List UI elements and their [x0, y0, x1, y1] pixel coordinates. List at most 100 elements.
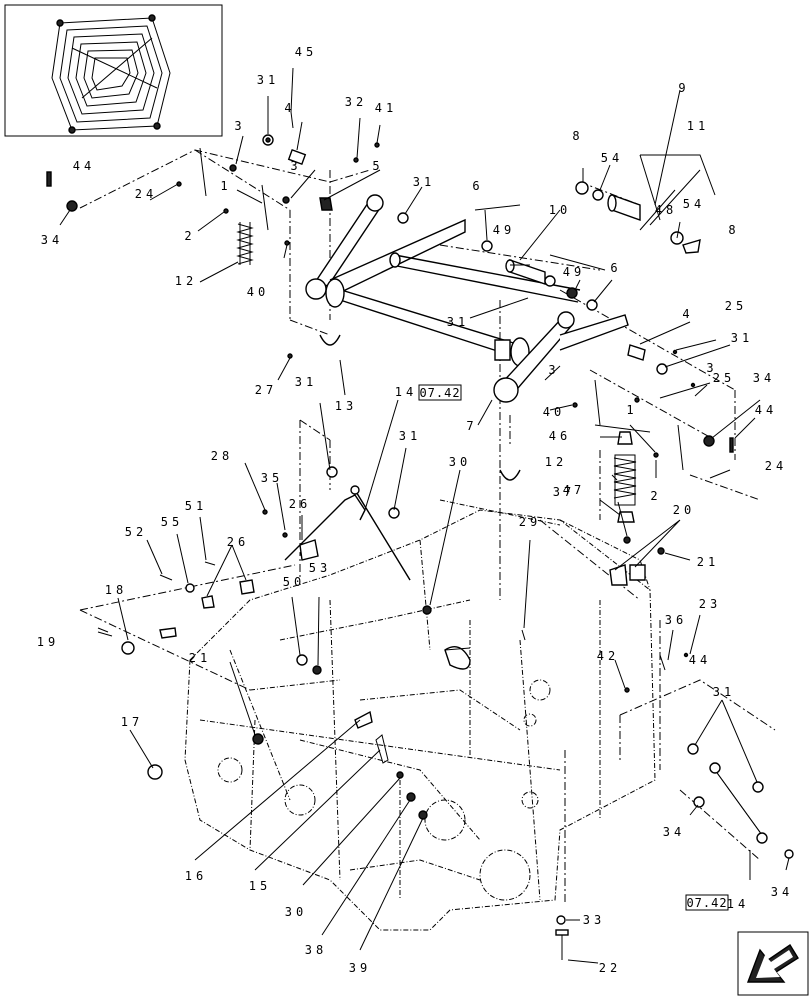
- callout-c31a: 31: [257, 73, 279, 87]
- callout-c27: 27: [255, 383, 277, 397]
- callout-c4a: 4: [284, 101, 295, 115]
- callout-c49a: 49: [493, 223, 515, 237]
- callout-c7: 7: [466, 419, 477, 433]
- callout-c20: 20: [673, 503, 695, 517]
- callout-c3a: 3: [234, 119, 245, 133]
- callout-c31e: 31: [295, 375, 317, 389]
- callout-c31b: 31: [413, 175, 435, 189]
- callout-c55: 55: [161, 515, 183, 529]
- callout-c3c: 3: [548, 363, 559, 377]
- callout-c14b: 14: [727, 897, 749, 911]
- callout-c26a: 26: [289, 497, 311, 511]
- lower-parts: [97, 334, 569, 960]
- callout-c10: 10: [549, 203, 571, 217]
- callout-c33: 33: [583, 913, 605, 927]
- ref-box-07-42-top: [418, 384, 462, 401]
- callout-c2a: 2: [184, 229, 195, 243]
- callout-c25a: 25: [725, 299, 747, 313]
- callout-c34d: 34: [771, 885, 793, 899]
- callout-c40a: 40: [247, 285, 269, 299]
- callout-c4b: 4: [682, 307, 693, 321]
- reference-boxes: [418, 384, 729, 911]
- callout-c31c: 31: [447, 315, 469, 329]
- callout-c11: 11: [687, 119, 709, 133]
- callout-c8b: 8: [728, 223, 739, 237]
- spring-12-a: [236, 223, 254, 265]
- callout-c34c: 34: [663, 825, 685, 839]
- callout-c51: 51: [185, 499, 207, 513]
- callout-c24a: 24: [135, 187, 157, 201]
- callout-c14a: 14: [395, 385, 417, 399]
- inset-thumbnail: [4, 4, 223, 137]
- callout-c53: 53: [309, 561, 331, 575]
- callout-c52: 52: [125, 525, 147, 539]
- reference-label-r1[interactable]: 07.42: [419, 386, 460, 400]
- callout-c28: 28: [211, 449, 233, 463]
- callout-c23: 23: [699, 597, 721, 611]
- callout-c2b: 2: [650, 489, 661, 503]
- callout-c54b: 54: [683, 197, 705, 211]
- callout-c18: 18: [105, 583, 127, 597]
- callout-c16: 16: [185, 869, 207, 883]
- ref-box-07-42-bottom: [685, 894, 729, 911]
- reference-label-r2[interactable]: 07.42: [686, 896, 727, 910]
- callout-c44a: 44: [73, 159, 95, 173]
- callout-c30a: 30: [449, 455, 471, 469]
- machine-frame: [184, 499, 656, 931]
- callout-c49b: 49: [563, 265, 585, 279]
- callout-c39: 39: [349, 961, 371, 975]
- callout-c21b: 21: [189, 651, 211, 665]
- callout-c54a: 54: [601, 151, 623, 165]
- callout-c46: 46: [549, 429, 571, 443]
- callout-c15: 15: [249, 879, 271, 893]
- callout-c29: 29: [519, 515, 541, 529]
- callout-c9: 9: [678, 81, 689, 95]
- callout-c44c: 44: [689, 653, 711, 667]
- callout-c44b: 44: [755, 403, 777, 417]
- main-arm-assembly: [305, 181, 701, 403]
- callout-c45: 45: [295, 45, 317, 59]
- callout-c30b: 30: [285, 905, 307, 919]
- callout-c6a: 6: [472, 179, 483, 193]
- callout-c17: 17: [121, 715, 143, 729]
- callout-c50: 50: [283, 575, 305, 589]
- right-arm-parts: [572, 344, 794, 859]
- callout-c32: 32: [345, 95, 367, 109]
- callout-c35: 35: [261, 471, 283, 485]
- callout-c47: 47: [563, 483, 585, 497]
- callout-c34b: 34: [753, 371, 775, 385]
- callout-c31g: 31: [713, 685, 735, 699]
- callout-c40b: 40: [543, 405, 565, 419]
- callout-c3d: 3: [706, 361, 717, 375]
- callout-c31f: 31: [399, 429, 421, 443]
- callout-c42: 42: [597, 649, 619, 663]
- callout-c34a: 34: [41, 233, 63, 247]
- callout-c13: 13: [335, 399, 357, 413]
- callout-c48: 48: [655, 203, 677, 217]
- callout-c1b: 1: [626, 403, 637, 417]
- callout-c5: 5: [372, 159, 383, 173]
- callout-c1a: 1: [220, 179, 231, 193]
- callout-c19: 19: [37, 635, 59, 649]
- callout-c25b: 25: [713, 371, 735, 385]
- callout-c3b: 3: [290, 159, 301, 173]
- reference-labels: 07.42 07.42: [419, 386, 727, 910]
- assembly-lines: [79, 149, 776, 905]
- callout-c41: 41: [375, 101, 397, 115]
- callout-c31d: 31: [731, 331, 753, 345]
- callout-c24b: 24: [765, 459, 787, 473]
- callout-c12b: 12: [545, 455, 567, 469]
- callout-c22: 22: [599, 961, 621, 975]
- callout-c37: 37: [553, 485, 575, 499]
- callout-c36: 36: [665, 613, 687, 627]
- callout-c26b: 26: [227, 535, 249, 549]
- callout-c38: 38: [305, 943, 327, 957]
- callout-c21a: 21: [697, 555, 719, 569]
- clip-44-a: [46, 171, 52, 187]
- nav-arrow-icon[interactable]: [737, 931, 809, 996]
- callout-c12a: 12: [175, 274, 197, 288]
- callout-c8a: 8: [572, 129, 583, 143]
